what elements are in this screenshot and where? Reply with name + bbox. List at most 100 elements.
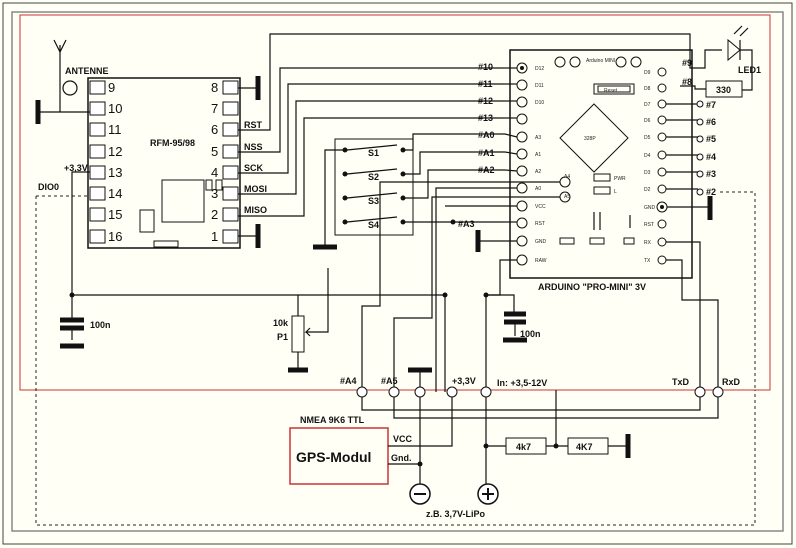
signal-nss: NSS <box>244 142 263 152</box>
cap2-label: 100n <box>520 329 541 339</box>
pot-value: 10k <box>273 318 289 328</box>
arduino-pin-gnd: GND <box>535 239 547 245</box>
rfm-pin-9: 9 <box>108 80 115 95</box>
rfm-pin-7: 7 <box>211 101 218 116</box>
potentiometer-p1 <box>288 268 329 373</box>
rfm-pin-4: 4 <box>211 165 218 180</box>
rfm-module-name: RFM-95/98 <box>150 138 195 148</box>
rfm-module <box>87 77 241 249</box>
r2-label: 4K7 <box>576 442 593 452</box>
led-label: LED1 <box>738 65 761 75</box>
rfm-pin-5: 5 <box>211 144 218 159</box>
rfm-pin-13: 13 <box>108 165 122 180</box>
net-a3: #A3 <box>458 219 475 229</box>
net-a4: #A4 <box>340 376 357 386</box>
v33-left-label: +3,3V <box>64 163 88 173</box>
net-d4: #4 <box>706 152 716 162</box>
cap1-label: 100n <box>90 320 111 330</box>
dio0-label: DIO0 <box>38 182 59 192</box>
arduino-pin-a0: A0 <box>535 186 541 192</box>
rfm-pin-6: 6 <box>211 122 218 137</box>
arduino-pin-d4: D4 <box>644 153 651 159</box>
arduino-pin-d2: D2 <box>644 187 651 193</box>
signal-mosi: MOSI <box>244 184 267 194</box>
signal-sck: SCK <box>244 163 264 173</box>
switch-block <box>334 138 414 236</box>
a5-label: A5 <box>564 194 570 200</box>
resistor-value: 330 <box>716 85 731 95</box>
net-d5: #5 <box>706 134 716 144</box>
nmea-label: NMEA 9K6 TTL <box>300 415 365 425</box>
net-a2: #A2 <box>478 165 495 175</box>
board-label: Arduino MINI <box>586 58 615 64</box>
rfm-pin-11: 11 <box>108 122 122 137</box>
arduino-pin-d7: D7 <box>644 102 651 108</box>
rfm-pin-3: 3 <box>211 186 218 201</box>
capacitor-c1 <box>60 295 84 349</box>
switch-s3: S3 <box>368 196 379 206</box>
net-d3: #3 <box>706 169 716 179</box>
rfm-pin-14: 14 <box>108 186 122 201</box>
pwr-label: PWR <box>614 176 626 182</box>
rfm-pin-2: 2 <box>211 207 218 222</box>
net-a0: #A0 <box>478 130 495 140</box>
txd-label: TxD <box>672 377 690 387</box>
arduino-pin-d6: D6 <box>644 118 651 124</box>
rfm-pin-15: 15 <box>108 207 122 222</box>
switch-s2: S2 <box>368 172 379 182</box>
chip-label: 328P <box>584 136 596 142</box>
arduino-pin-d12: D12 <box>535 66 544 72</box>
pcb-outline <box>19 14 771 391</box>
inner-frame <box>11 11 784 532</box>
switch-s4: S4 <box>368 220 379 230</box>
arduino-pin-a1: A1 <box>535 152 541 158</box>
arduino-pin-d11: D11 <box>535 83 544 89</box>
arduino-pin-a3: A3 <box>535 135 541 141</box>
arduino-pin-rst-right: RST <box>644 222 654 228</box>
arduino-pin-raw: RAW <box>535 258 547 264</box>
arduino-pin-d9: D9 <box>644 70 651 76</box>
gps-gnd-label: Gnd. <box>391 453 412 463</box>
dio0-dashed-line <box>35 195 756 526</box>
rfm-pin-1: 1 <box>211 229 218 244</box>
pot-name: P1 <box>277 332 288 342</box>
signal-rst: RST <box>244 120 263 130</box>
antenna-icon <box>35 39 90 124</box>
arduino-pin-vcc: VCC <box>535 204 546 210</box>
l-label: L <box>614 189 617 195</box>
net-d13: #13 <box>478 113 493 123</box>
antenna-label: ANTENNE <box>65 66 109 76</box>
rfm-pin-10: 10 <box>108 101 122 116</box>
led-icon <box>695 25 753 91</box>
net-a1: #A1 <box>478 148 495 158</box>
battery-label: z.B. 3,7V-LiPo <box>426 509 486 519</box>
arduino-pin-tx: TX <box>644 258 651 264</box>
gps-vcc-label: VCC <box>393 434 413 444</box>
net-d8: #8 <box>682 77 692 87</box>
d2-dashed-line <box>720 191 756 390</box>
gps-module-title: GPS-Modul <box>296 449 371 465</box>
net-d12: #12 <box>478 96 493 106</box>
resistor-330 <box>680 80 743 98</box>
arduino-pin-d3: D3 <box>644 170 651 176</box>
rfm-pin-16: 16 <box>108 229 122 244</box>
switch-s1: S1 <box>368 148 379 158</box>
net-d11: #11 <box>478 79 493 89</box>
net-v33: +3,3V <box>452 376 476 386</box>
net-d7: #7 <box>706 100 716 110</box>
reset-label: Reset <box>604 88 618 94</box>
bottom-terminals <box>356 386 724 398</box>
arduino-pin-d8: D8 <box>644 86 651 92</box>
signal-miso: MISO <box>244 205 267 215</box>
arduino-pin-d10: D10 <box>535 100 544 106</box>
a4-label: A4 <box>564 174 570 180</box>
r1-label: 4k7 <box>516 442 531 452</box>
arduino-pin-rx: RX <box>644 240 652 246</box>
net-a5: #A5 <box>381 376 398 386</box>
rfm-pin-12: 12 <box>108 144 122 159</box>
rxd-label: RxD <box>722 377 741 387</box>
rfm-pin-8: 8 <box>211 80 218 95</box>
net-d6: #6 <box>706 117 716 127</box>
